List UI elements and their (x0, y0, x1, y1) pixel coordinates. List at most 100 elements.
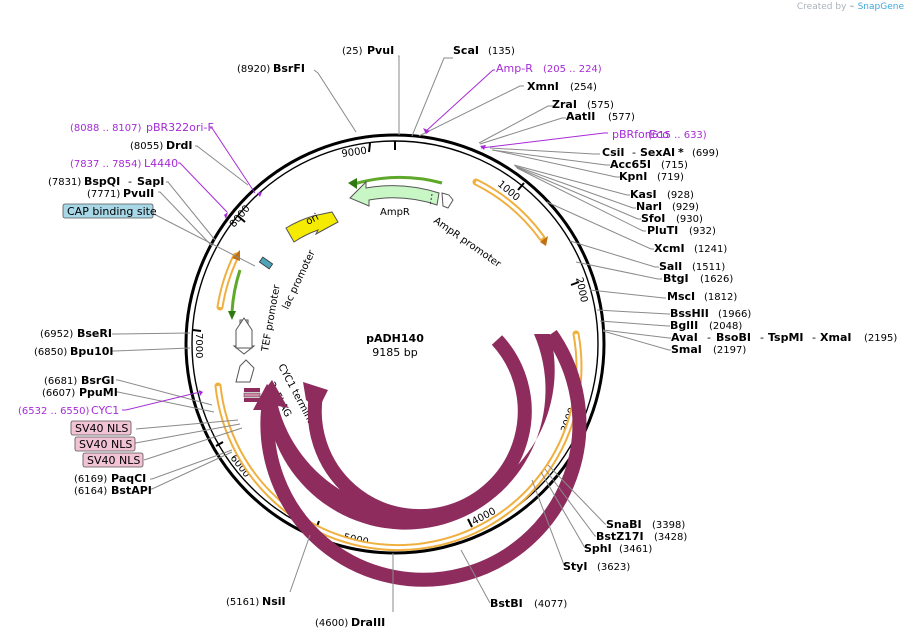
pvuii-name: PvuII (123, 187, 154, 200)
primer-pbrforeco-range: (615 .. 633) (648, 130, 707, 141)
bpu10i-pos: (6850) (34, 347, 67, 358)
plasmid-name: pADH140 (366, 332, 424, 345)
bstbi-pos: (4077) (534, 599, 567, 610)
sphi-pos: (3461) (619, 544, 652, 555)
site-lines (112, 55, 671, 612)
btgi-name: BtgI (663, 272, 689, 285)
primer-ampr-range: (205 .. 224) (543, 64, 602, 75)
green-top-arc (353, 176, 443, 186)
sali-name: SalI (659, 260, 682, 273)
cap-box-label: CAP binding site (67, 205, 157, 218)
tspmi-name: TspMI (768, 331, 804, 344)
tick-8000: 8000 (228, 203, 253, 230)
cap-box (62, 203, 154, 219)
sfoi-name: SfoI (641, 212, 665, 225)
draiii-pos: (4600) (315, 618, 348, 629)
ppumi-pos: (6607) (42, 388, 75, 399)
tef-promoter-label: TEF promoter (260, 283, 283, 353)
kasi-pos: (928) (667, 190, 694, 201)
paqci-name: PaqCI (111, 472, 146, 485)
ampr-promoter-label: AmpR promoter (431, 215, 503, 270)
tick-9000: 9000 (341, 146, 368, 160)
bsrfi-name: BsrFI (273, 62, 305, 75)
primer-l4440-name: L4440 (144, 157, 178, 170)
ampr-label: AmpR (380, 207, 410, 218)
cas9-outer-region-inner (216, 333, 581, 550)
bsshii-pos: (1966) (718, 309, 751, 320)
avai-sep3: - (812, 331, 816, 344)
sali-pos: (1511) (692, 262, 725, 273)
msci-name: MscI (667, 290, 695, 303)
cas9-inner-arrowhead (303, 382, 328, 410)
btgi-pos: (1626) (700, 274, 733, 285)
nls-small-features (243, 388, 261, 402)
bsshii-name: BssHII (670, 307, 709, 320)
cyc1-terminator-feature (235, 359, 255, 383)
green-left-arc (230, 269, 242, 313)
paqci-pos: (6169) (74, 474, 107, 485)
primer-cyc1-range: (6532 .. 6550) (18, 406, 90, 417)
tef-promoter-shape (235, 317, 253, 349)
green-left-arrow (228, 311, 236, 320)
plasmid-length: 9185 bp (372, 346, 417, 359)
cas9-inner-label: Cas9 (406, 427, 433, 444)
primer-pbr322-range: (8088 .. 8107) (70, 123, 142, 134)
nsii-pos: (5161) (226, 597, 259, 608)
smai-name: SmaI (671, 343, 702, 356)
xcmi-pos: (1241) (694, 244, 727, 255)
primer-pbrforeco-name: pBRforEco (612, 128, 669, 141)
bglii-name: BglII (670, 319, 698, 332)
ampr-feature (349, 180, 440, 207)
bstbi-name: BstBI (490, 597, 523, 610)
tick-2000: 2000 (573, 276, 589, 303)
avai-sep1: - (707, 331, 711, 344)
scai-name: ScaI (453, 44, 479, 57)
credit-brand: SnapGene (857, 2, 904, 12)
bseri-name: BseRI (77, 327, 112, 340)
pvui-pos: (25) (342, 46, 363, 57)
xcmi-name: XcmI (654, 242, 685, 255)
snabi-pos: (3398) (652, 520, 685, 531)
bglii-pos: (2048) (709, 321, 742, 332)
bspqi-sep: - (128, 175, 132, 188)
csii-sep: - (632, 146, 636, 159)
sexai-star: * (678, 146, 684, 159)
bsrgi-pos: (6681) (44, 376, 77, 387)
avai-pos: (2195) (864, 333, 897, 344)
acc65i-name: Acc65I (610, 158, 651, 171)
cas9-outer-arrowhead (254, 380, 288, 410)
kpni-pos: (719) (657, 172, 684, 183)
xmni-name: XmnI (527, 80, 559, 93)
ori-label: ori (304, 212, 321, 228)
orange-top-right-arrow (540, 236, 548, 246)
ampr-promoter-feature (441, 192, 454, 209)
sphi-name: SphI (584, 542, 612, 555)
pvui-name: PvuI (367, 44, 394, 57)
styi-name: StyI (563, 560, 587, 573)
primer-l4440-range: (7837 .. 7854) (70, 159, 142, 170)
bstz17i-pos: (3428) (654, 532, 687, 543)
bspqi-name: BspQI (84, 175, 120, 188)
aatii-pos: (577) (608, 112, 635, 123)
bstz17i-name: BstZ17I (596, 530, 644, 543)
drdi-name: DrdI (166, 139, 193, 152)
primer-cyc1-name: CYC1 (91, 404, 119, 417)
kasi-name: KasI (630, 188, 657, 201)
avai-name: AvaI (671, 331, 698, 344)
pluti-pos: (932) (689, 226, 716, 237)
orange-left-arrow (232, 250, 240, 261)
nls-box-2-label: SV40 NLS (79, 438, 132, 451)
credit-text: Created by ⌁ SnapGene (797, 2, 904, 12)
smai-pos: (2197) (713, 345, 746, 356)
msci-pos: (1812) (704, 292, 737, 303)
primer-arrows (199, 128, 486, 396)
draiii-name: DraIII (351, 616, 385, 629)
lac-promoter-label: lac promoter (281, 248, 318, 311)
zrai-name: ZraI (552, 98, 577, 111)
ppumi-name: PpuMI (79, 386, 118, 399)
nari-pos: (929) (672, 202, 699, 213)
green-top-arrow (348, 178, 357, 189)
pvuii-pos: (7771) (87, 189, 120, 200)
zrai-pos: (575) (587, 100, 614, 111)
scai-pos: (135) (488, 46, 515, 57)
